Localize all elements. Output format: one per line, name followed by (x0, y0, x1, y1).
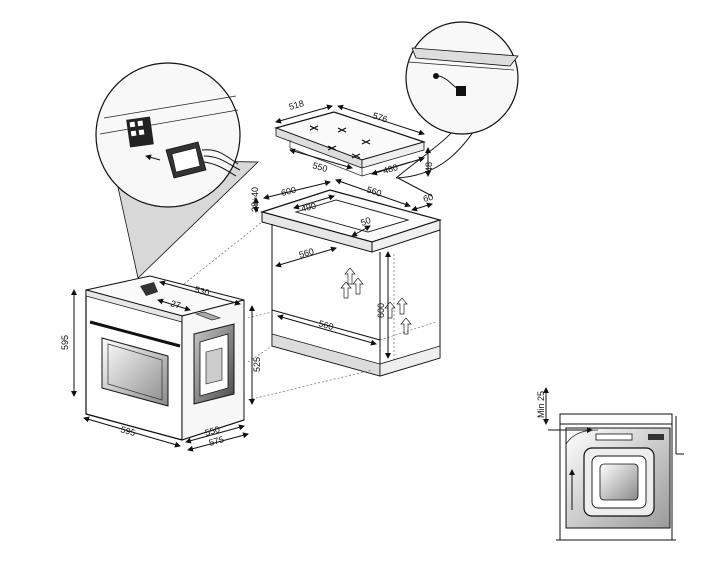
oven-dim-body-height: 525 (252, 357, 262, 372)
cabinet-dim-inner-width: 560 (317, 318, 334, 332)
cabinet-dim-top-gap: 28÷40 (250, 187, 260, 212)
plug-icon (165, 141, 241, 179)
clip-icon (433, 73, 466, 96)
cabinet: 28÷40 600 560 490 50 60 560 600 560 (250, 178, 443, 377)
oven-dim-total-depth: 575 (208, 434, 225, 448)
hob: 518 576 550 480 48 (274, 98, 434, 177)
hob-dim-width: 518 (288, 98, 305, 112)
hob-dim-height: 48 (424, 162, 434, 172)
cabinet-dim-width: 560 (365, 184, 382, 198)
oven-dim-height: 595 (60, 335, 70, 350)
oven-side-fan-icon (193, 323, 235, 405)
cabinet-dim-inner-height: 600 (376, 303, 386, 318)
cabinet-dim-depth: 600 (280, 185, 297, 198)
terminal-block-icon (126, 116, 154, 148)
oven-dim-width: 595 (119, 424, 136, 438)
hob-dim-depth: 576 (371, 110, 388, 124)
ventilation-min-label: Min 25 (536, 391, 546, 418)
ventilation-section: Min 25 (536, 387, 684, 541)
cabinet-dim-rear-gap: 60 (422, 192, 434, 204)
airflow-arrows-icon (340, 267, 412, 335)
oven-dim-depth: 530 (193, 284, 210, 298)
callout-connector (95, 62, 259, 279)
oven-dim-frame: 27 (169, 298, 181, 310)
cabinet-dim-cutout-depth: 490 (300, 201, 317, 214)
cabinet-dim-inner-depth: 560 (298, 246, 315, 260)
callout-hob-clip (395, 21, 519, 197)
oven-dim-body-depth: 550 (204, 424, 221, 438)
hob-dim-cutout-width: 550 (311, 160, 328, 174)
oven: 595 530 27 525 595 550 575 (60, 275, 262, 452)
cabinet-dim-edge: 50 (359, 215, 372, 228)
hob-dim-cutout-depth: 480 (382, 162, 399, 176)
